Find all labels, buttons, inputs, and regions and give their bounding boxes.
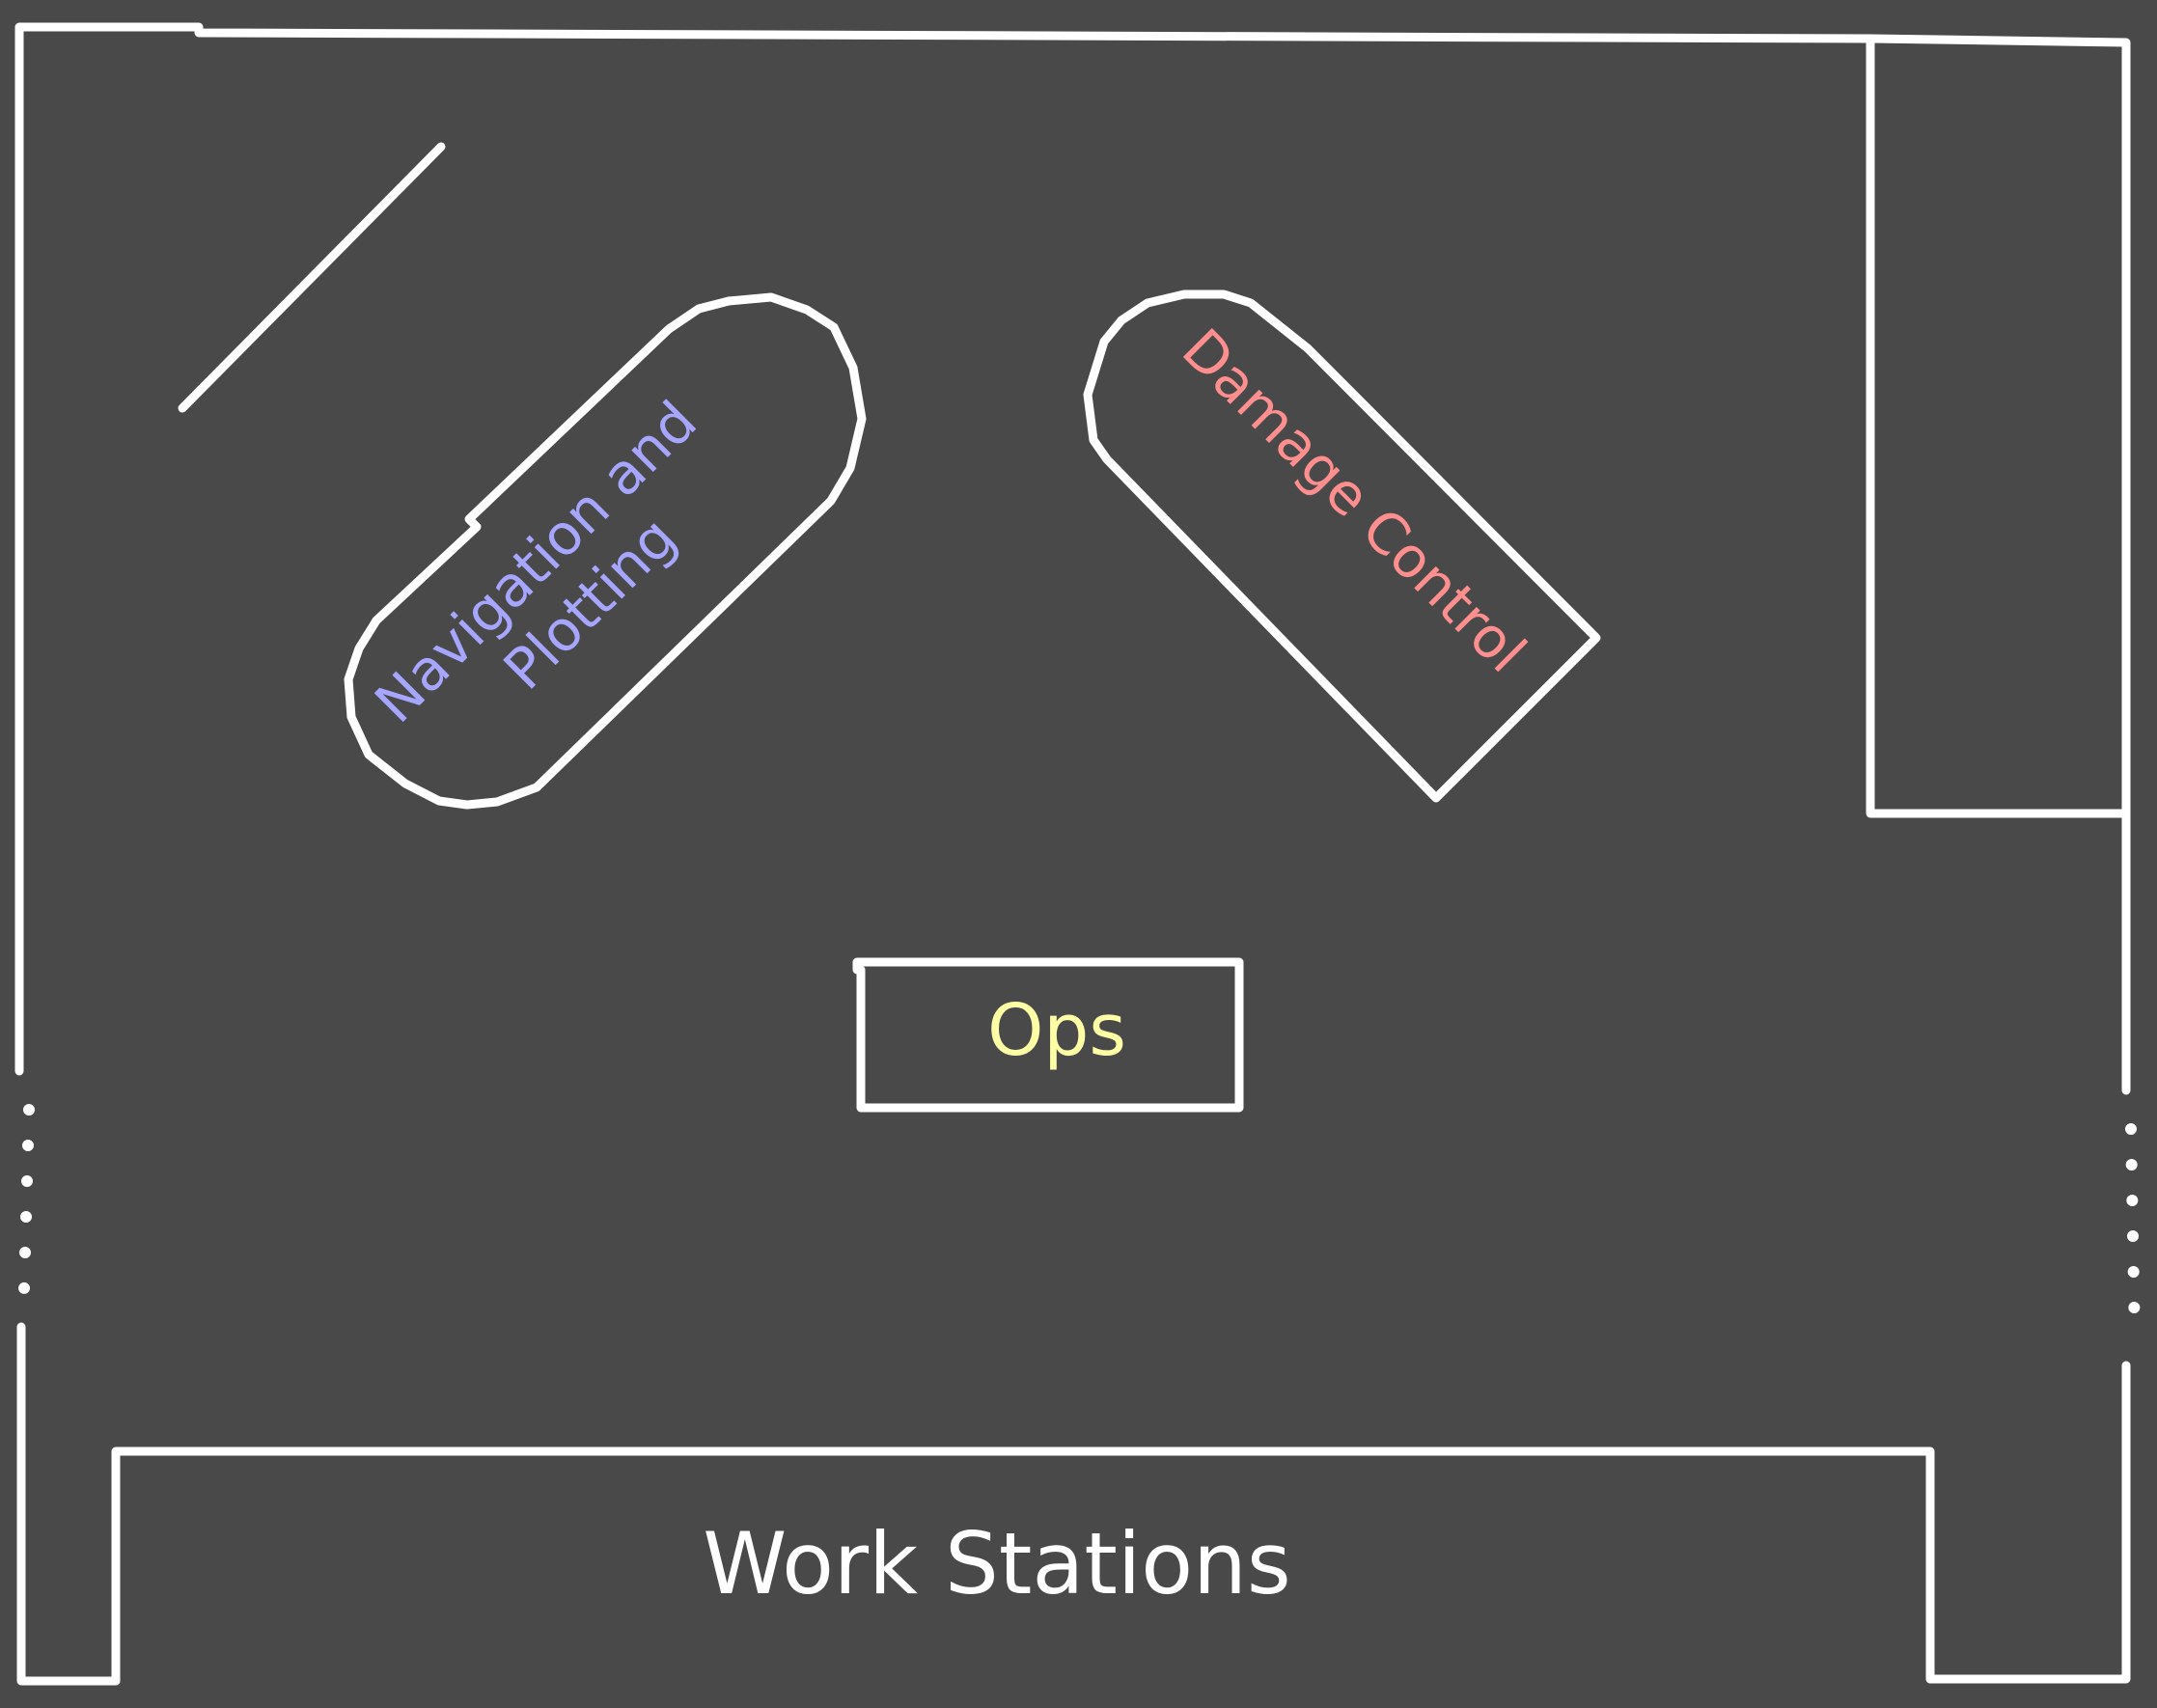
work-stations-label: Work Stations	[703, 1514, 1291, 1613]
wall-top-right	[1866, 34, 2131, 1095]
closet-outline	[1866, 34, 2131, 818]
wall-left-lower	[16, 1322, 121, 1686]
right-doorway	[2125, 1123, 2141, 1348]
navigation-station-outline	[344, 292, 867, 810]
room-outline	[14, 22, 2131, 1686]
wall-top-left	[14, 22, 1875, 1076]
work-stations-outline	[111, 1446, 1942, 1686]
ops-station-outline	[852, 957, 1244, 1113]
ops-station: Ops	[852, 957, 1244, 1113]
navigation-station: Navigation and Plotting	[344, 292, 867, 810]
ops-station-label: Ops	[987, 989, 1126, 1072]
wall-bottom-right	[1925, 1361, 2131, 1684]
diagonal-partition	[178, 142, 446, 413]
damage-control-station-outline	[1083, 289, 1601, 803]
work-stations: Work Stations	[111, 1446, 1942, 1686]
left-doorway	[18, 1104, 35, 1295]
